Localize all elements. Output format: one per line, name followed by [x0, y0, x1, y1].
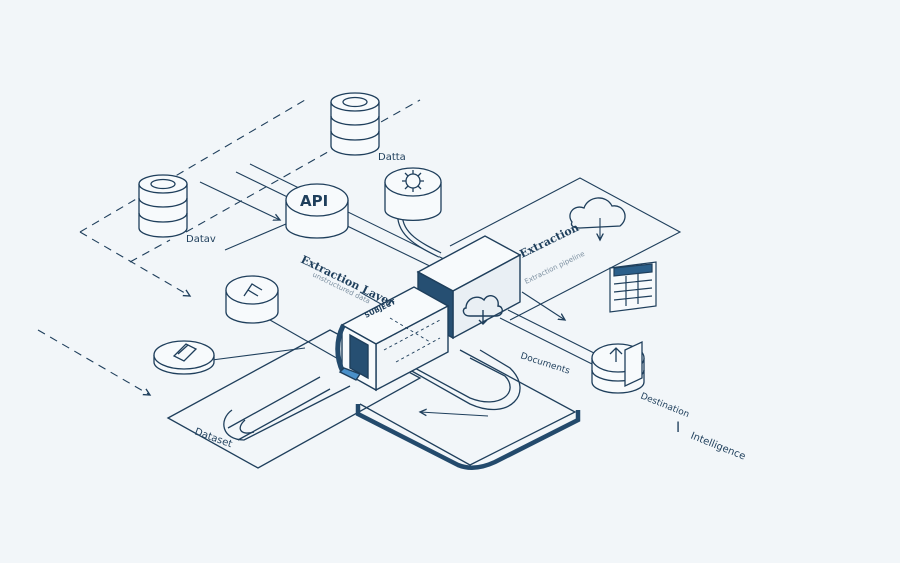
belt-loop-left	[223, 385, 351, 441]
label-intelligence: Intelligence	[689, 431, 747, 463]
belt-loop-right	[399, 357, 511, 403]
document-disc	[153, 340, 215, 375]
tube-gear	[397, 214, 442, 258]
platform-right	[359, 349, 577, 466]
sheet-grid	[613, 274, 653, 306]
label-datav: Datav	[186, 234, 216, 245]
db-top-body	[330, 102, 380, 156]
label-cursor-mark: I	[676, 420, 680, 436]
shapes-db-lid	[225, 275, 279, 305]
label-destination: Destination	[639, 392, 691, 421]
dest-db-icon	[609, 347, 623, 362]
belt-lines	[227, 376, 331, 441]
gear-db-lid	[384, 167, 442, 197]
dashed-link-mid	[129, 99, 421, 263]
dest-db-panel	[624, 340, 643, 388]
link-arrow-api	[199, 181, 280, 220]
extraction-panel	[449, 177, 682, 321]
tube-gear-inner	[398, 214, 441, 257]
gear-icon	[402, 170, 424, 192]
api-database	[285, 183, 349, 239]
cloud-icon-box	[462, 295, 503, 317]
api-db-lid	[285, 183, 349, 217]
belt-arrow	[420, 412, 489, 417]
gear-database	[384, 167, 442, 222]
link-arrow-right	[521, 291, 565, 320]
cloud-upload-arrow	[478, 310, 488, 325]
core-module-grid	[383, 309, 441, 363]
connection-lines	[37, 99, 682, 417]
spreadsheet-icon	[609, 261, 657, 313]
db-left-body	[138, 184, 188, 238]
belt-loop-left-inner	[239, 419, 255, 434]
db-top-bands	[330, 115, 380, 141]
destination-database	[591, 340, 645, 394]
platform-left	[166, 329, 422, 469]
database-icon	[138, 174, 188, 238]
db-left-bands	[138, 197, 188, 223]
platform-edge-accent	[355, 404, 581, 471]
cloud-icon	[569, 197, 626, 229]
sheet-header	[613, 263, 653, 277]
cloud-icon-shape	[569, 197, 626, 229]
doc-disc-lid	[153, 340, 215, 370]
label-api: API	[300, 192, 328, 210]
core-module-accent	[335, 324, 346, 374]
db-left-lid-inner	[150, 178, 176, 190]
label-documents: Documents	[519, 351, 571, 376]
core-module-window	[349, 333, 369, 380]
core-module	[335, 286, 450, 392]
shapes-database	[225, 275, 279, 324]
database-top	[330, 92, 380, 156]
dashed-link-datav	[79, 231, 190, 296]
dashed-link-dataset	[37, 329, 150, 395]
label-extraction-layer: Extraction Layer	[299, 253, 397, 310]
conveyor-track	[166, 329, 577, 469]
document-icon	[172, 343, 198, 362]
shapes-icon	[243, 283, 263, 297]
core-module-glow	[338, 367, 362, 381]
db-top-lid-inner	[342, 96, 368, 108]
label-datta: Datta	[378, 152, 406, 163]
gear-icon-teeth	[402, 170, 424, 192]
link-doc	[211, 319, 341, 361]
label-dataset: Dataset	[193, 426, 234, 450]
dashed-link-top	[79, 99, 306, 233]
belt-loop-right-outer	[409, 349, 521, 411]
